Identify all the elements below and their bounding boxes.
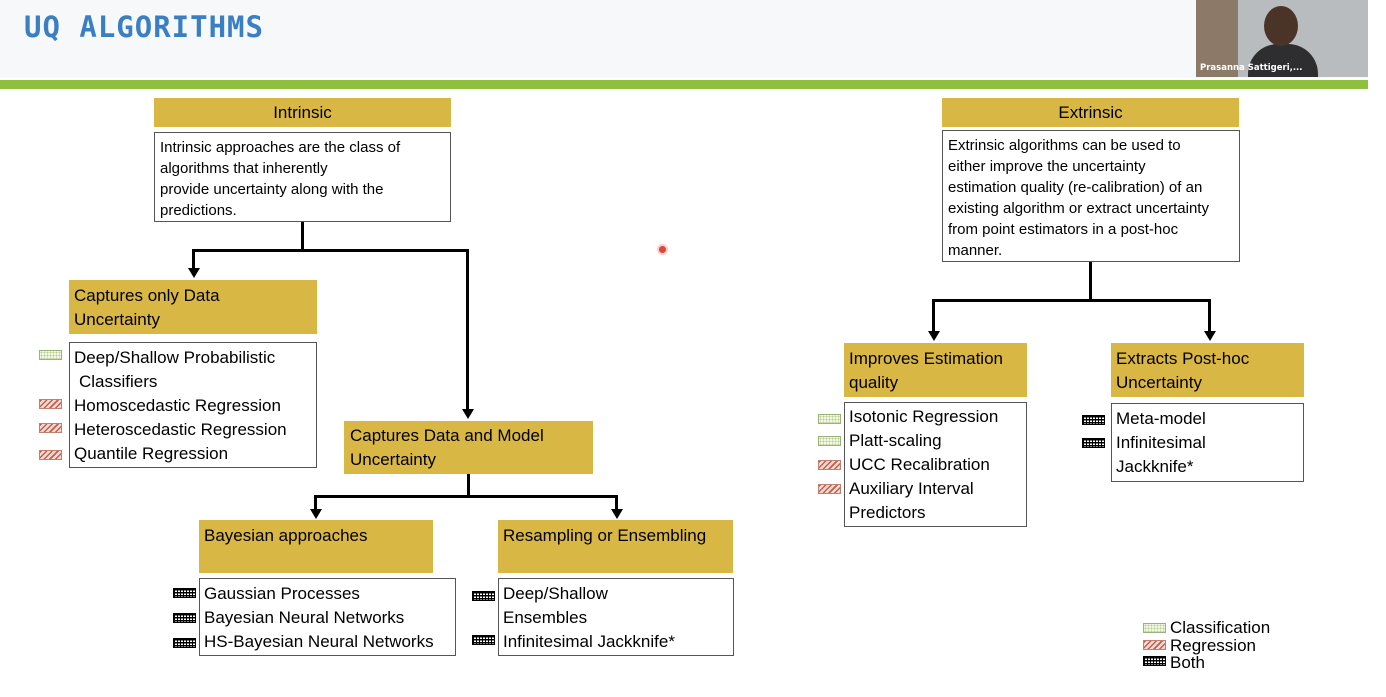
regression-swatch [818, 484, 841, 494]
list-item: Bayesian Neural Networks [204, 608, 405, 627]
intrinsic-label: Intrinsic [273, 103, 332, 122]
estimation-quality-list: Isotonic Regression Platt-scaling UCC Re… [844, 402, 1027, 527]
classification-swatch [818, 436, 841, 446]
intrinsic-description: Intrinsic approaches are the class of al… [154, 132, 451, 222]
list-item: Predictors [849, 503, 926, 522]
connector [615, 495, 618, 509]
arrow-head [188, 268, 200, 278]
slide-title: UQ ALGORITHMS [24, 10, 264, 44]
both-swatch [1082, 415, 1105, 425]
data-uncertainty-list: Deep/Shallow Probabilistic Classifiers H… [69, 342, 317, 468]
posthoc-list: Meta-model Infinitesimal Jackknife* [1111, 403, 1304, 482]
list-item: Platt-scaling [849, 431, 942, 450]
regression-swatch [39, 399, 62, 409]
connector [932, 299, 935, 331]
arrow-head [611, 509, 623, 519]
regression-swatch [39, 450, 62, 460]
both-swatch [173, 638, 196, 648]
list-item: Isotonic Regression [849, 407, 999, 426]
connector [467, 473, 470, 497]
list-item: Infinitesimal [1116, 433, 1206, 452]
data-uncertainty-header: Captures only Data Uncertainty [69, 280, 317, 334]
list-item: Jackknife* [1116, 457, 1194, 476]
participant-video[interactable]: Prasanna Sattigeri,... [1196, 0, 1368, 77]
legend-classification-swatch [1143, 623, 1166, 633]
regression-swatch [818, 460, 841, 470]
both-swatch [1082, 438, 1105, 448]
both-swatch [173, 588, 196, 598]
data-model-uncertainty-header: Captures Data and Model Uncertainty [344, 421, 593, 474]
resampling-header: Resampling or Ensembling [498, 520, 733, 573]
legend-both-swatch [1143, 656, 1166, 666]
participant-name: Prasanna Sattigeri,... [1200, 63, 1303, 73]
arrow-head [462, 409, 474, 419]
list-item: Gaussian Processes [204, 584, 360, 603]
both-swatch [173, 613, 196, 623]
connector [1208, 299, 1211, 331]
list-item: Deep/Shallow Probabilistic [74, 348, 276, 367]
legend-regression-label: Regression [1170, 636, 1256, 655]
bayesian-header: Bayesian approaches [199, 520, 433, 573]
connector [314, 495, 317, 509]
connector [1089, 261, 1092, 301]
posthoc-header: Extracts Post-hoc Uncertainty [1111, 343, 1304, 397]
connector [301, 221, 304, 251]
extrinsic-description: Extrinsic algorithms can be used to eith… [942, 130, 1240, 262]
connector [932, 299, 1211, 302]
list-item: HS-Bayesian Neural Networks [204, 632, 434, 651]
connector [192, 249, 469, 252]
resampling-list: Deep/Shallow Ensembles Infinitesimal Jac… [498, 578, 734, 656]
list-item: Classifiers [79, 372, 158, 391]
list-item: Meta-model [1116, 409, 1206, 428]
estimation-quality-header: Improves Estimation quality [844, 343, 1027, 397]
participant-avatar [1264, 6, 1298, 46]
list-item: Infinitesimal Jackknife* [503, 632, 675, 651]
arrow-head [310, 509, 322, 519]
list-item: Heteroscedastic Regression [74, 420, 287, 439]
extrinsic-label: Extrinsic [1058, 103, 1123, 122]
classification-swatch [39, 350, 62, 360]
list-item: Auxiliary Interval [849, 479, 974, 498]
arrow-head [1204, 331, 1216, 341]
list-item: Deep/Shallow [503, 584, 608, 603]
regression-swatch [39, 423, 62, 433]
slide-header [0, 0, 1368, 78]
extrinsic-header: Extrinsic [942, 98, 1239, 127]
list-item: UCC Recalibration [849, 455, 990, 474]
legend-both-label: Both [1170, 653, 1205, 672]
arrow-head [928, 331, 940, 341]
legend-regression-swatch [1143, 640, 1166, 650]
laser-pointer [659, 246, 666, 253]
connector [192, 249, 195, 269]
classification-swatch [818, 414, 841, 424]
list-item: Quantile Regression [74, 444, 229, 463]
both-swatch [472, 591, 495, 601]
legend-classification-label: Classification [1170, 618, 1271, 637]
bayesian-list: Gaussian Processes Bayesian Neural Netwo… [199, 578, 456, 656]
connector [314, 495, 618, 498]
list-item: Homoscedastic Regression [74, 396, 281, 415]
both-swatch [472, 635, 495, 645]
header-divider [0, 80, 1368, 89]
connector [466, 249, 469, 409]
list-item: Ensembles [503, 608, 588, 627]
intrinsic-header: Intrinsic [154, 98, 451, 127]
